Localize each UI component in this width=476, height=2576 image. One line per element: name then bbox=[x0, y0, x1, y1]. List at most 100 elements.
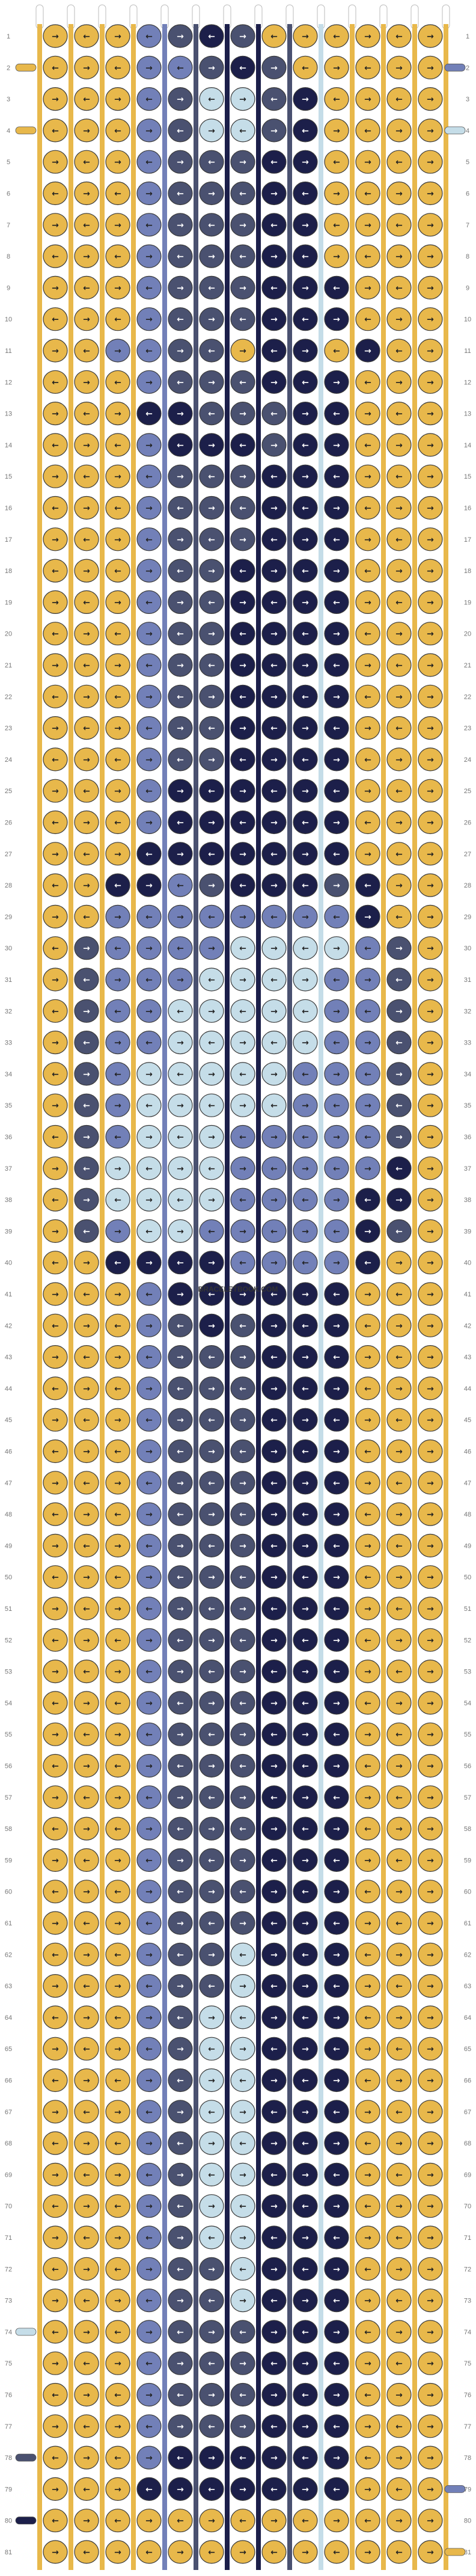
knot[interactable] bbox=[230, 1628, 255, 1652]
knot[interactable] bbox=[418, 2131, 443, 2155]
knot[interactable] bbox=[261, 339, 287, 363]
knot[interactable] bbox=[199, 1880, 224, 1904]
knot[interactable] bbox=[386, 1439, 412, 1464]
knot[interactable] bbox=[293, 2382, 318, 2407]
knot[interactable] bbox=[386, 1848, 412, 1872]
knot[interactable] bbox=[293, 2131, 318, 2155]
knot[interactable] bbox=[230, 55, 255, 79]
knot[interactable] bbox=[74, 2037, 99, 2061]
knot[interactable] bbox=[230, 2446, 255, 2470]
knot[interactable] bbox=[293, 1817, 318, 1841]
knot[interactable] bbox=[293, 1565, 318, 1589]
knot[interactable] bbox=[199, 1124, 224, 1149]
knot[interactable] bbox=[199, 2162, 224, 2186]
knot[interactable] bbox=[74, 873, 99, 897]
knot[interactable] bbox=[43, 464, 68, 488]
knot[interactable] bbox=[105, 181, 130, 206]
knot[interactable] bbox=[199, 401, 224, 426]
knot[interactable] bbox=[261, 495, 287, 520]
knot[interactable] bbox=[386, 244, 412, 268]
knot[interactable] bbox=[105, 2446, 130, 2470]
knot[interactable] bbox=[136, 968, 162, 992]
knot[interactable] bbox=[355, 150, 380, 174]
knot[interactable] bbox=[293, 1188, 318, 1212]
knot[interactable] bbox=[168, 1471, 193, 1495]
knot[interactable] bbox=[43, 2037, 68, 2061]
knot[interactable] bbox=[230, 2477, 255, 2501]
knot[interactable] bbox=[261, 684, 287, 708]
knot[interactable] bbox=[418, 842, 443, 866]
knot[interactable] bbox=[261, 1533, 287, 1557]
knot[interactable] bbox=[74, 2100, 99, 2124]
knot[interactable] bbox=[324, 1345, 349, 1369]
knot[interactable] bbox=[74, 559, 99, 583]
knot[interactable] bbox=[168, 873, 193, 897]
knot[interactable] bbox=[168, 1942, 193, 1966]
knot[interactable] bbox=[324, 24, 349, 48]
knot[interactable] bbox=[324, 1533, 349, 1557]
knot[interactable] bbox=[355, 2194, 380, 2218]
knot[interactable] bbox=[230, 1785, 255, 1809]
knot[interactable] bbox=[355, 904, 380, 929]
knot[interactable] bbox=[230, 1439, 255, 1464]
knot[interactable] bbox=[74, 2382, 99, 2407]
knot[interactable] bbox=[324, 2509, 349, 2533]
knot[interactable] bbox=[230, 370, 255, 394]
knot[interactable] bbox=[43, 716, 68, 740]
knot[interactable] bbox=[355, 1502, 380, 1526]
knot[interactable] bbox=[418, 1030, 443, 1055]
knot[interactable] bbox=[386, 1628, 412, 1652]
knot[interactable] bbox=[324, 1124, 349, 1149]
knot[interactable] bbox=[136, 684, 162, 708]
knot[interactable] bbox=[43, 2100, 68, 2124]
knot[interactable] bbox=[74, 779, 99, 803]
knot[interactable] bbox=[74, 401, 99, 426]
knot[interactable] bbox=[355, 2414, 380, 2438]
knot[interactable] bbox=[355, 495, 380, 520]
knot[interactable] bbox=[199, 2100, 224, 2124]
knot[interactable] bbox=[261, 2194, 287, 2218]
knot[interactable] bbox=[168, 1722, 193, 1746]
knot[interactable] bbox=[261, 2037, 287, 2061]
knot[interactable] bbox=[386, 779, 412, 803]
knot[interactable] bbox=[261, 716, 287, 740]
knot[interactable] bbox=[105, 1722, 130, 1746]
knot[interactable] bbox=[230, 2005, 255, 2029]
knot[interactable] bbox=[293, 590, 318, 615]
knot[interactable] bbox=[293, 527, 318, 551]
knot[interactable] bbox=[230, 464, 255, 488]
knot[interactable] bbox=[168, 1565, 193, 1589]
knot[interactable] bbox=[168, 1974, 193, 1998]
knot[interactable] bbox=[74, 999, 99, 1023]
knot[interactable] bbox=[386, 1722, 412, 1746]
knot[interactable] bbox=[293, 339, 318, 363]
knot[interactable] bbox=[355, 1313, 380, 1337]
knot[interactable] bbox=[74, 1565, 99, 1589]
knot[interactable] bbox=[199, 2257, 224, 2281]
knot[interactable] bbox=[261, 1942, 287, 1966]
knot[interactable] bbox=[136, 1471, 162, 1495]
knot[interactable] bbox=[230, 2068, 255, 2093]
knot[interactable] bbox=[293, 118, 318, 143]
knot[interactable] bbox=[74, 1030, 99, 1055]
knot[interactable] bbox=[355, 2225, 380, 2249]
knot[interactable] bbox=[230, 1282, 255, 1306]
knot[interactable] bbox=[74, 936, 99, 960]
knot[interactable] bbox=[230, 2382, 255, 2407]
knot[interactable] bbox=[261, 527, 287, 551]
knot[interactable] bbox=[136, 1188, 162, 1212]
knot[interactable] bbox=[324, 2225, 349, 2249]
knot[interactable] bbox=[136, 1219, 162, 1244]
knot[interactable] bbox=[136, 2382, 162, 2407]
knot[interactable] bbox=[74, 1062, 99, 1086]
knot[interactable] bbox=[43, 370, 68, 394]
knot[interactable] bbox=[386, 1565, 412, 1589]
knot[interactable] bbox=[418, 2351, 443, 2375]
knot[interactable] bbox=[136, 1785, 162, 1809]
knot[interactable] bbox=[230, 1533, 255, 1557]
knot[interactable] bbox=[168, 747, 193, 771]
knot[interactable] bbox=[355, 2257, 380, 2281]
knot[interactable] bbox=[168, 118, 193, 143]
knot[interactable] bbox=[324, 1439, 349, 1464]
knot[interactable] bbox=[386, 118, 412, 143]
